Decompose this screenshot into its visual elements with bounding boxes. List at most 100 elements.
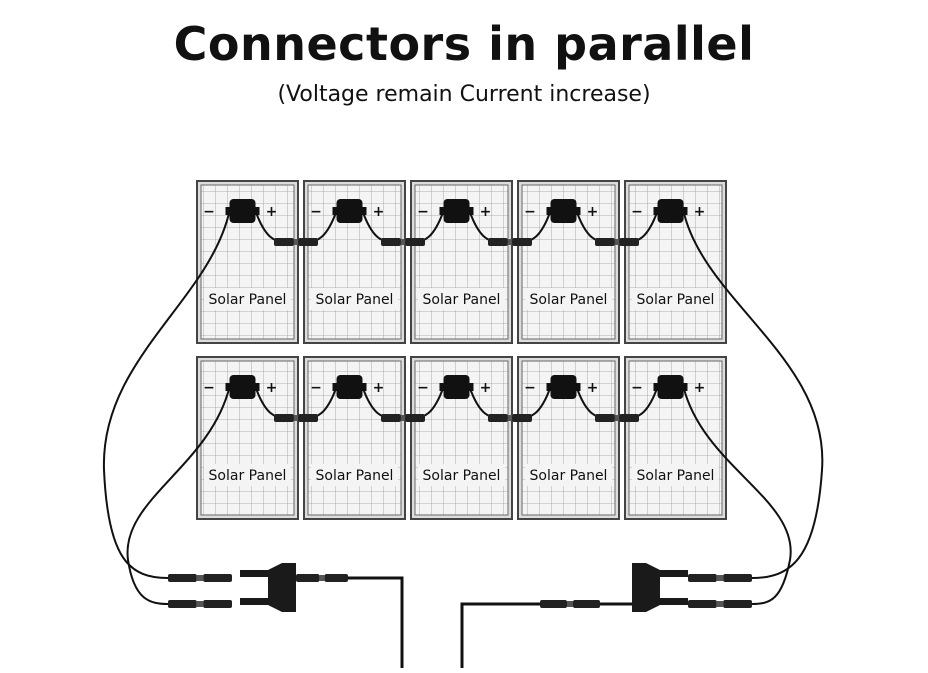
panel-label: Solar Panel [209,292,287,308]
junction-box-tab [255,207,260,215]
solar-panel: − + Solar Panel [517,180,620,344]
left-output-plug-female [324,574,348,582]
right-branch-plug-bottom-lock [716,601,724,607]
junction-box-tab [439,383,444,391]
inline-mc4-connector-lock [507,239,513,245]
right-branch-plug-top-lock [716,575,724,581]
negative-lead-top [102,210,231,579]
panel-label: Solar Panel [637,292,715,308]
inline-mc4-connector-male [488,238,508,246]
inline-mc4-connector-lock [293,239,299,245]
inline-mc4-connector-female [512,238,532,246]
junction-box-tab [362,207,367,215]
inline-mc4-connector-female [298,414,318,422]
right-branch-plug-top-male [688,574,717,582]
positive-lead-top [682,210,824,579]
solar-panel: −+Solar Panel [624,180,727,344]
solar-panel: −+Solar Panel [303,180,406,344]
panel-label-bg [204,288,291,310]
inline-mc4-connector-lock [614,239,620,245]
negative-terminal-label: − [417,380,429,396]
negative-terminal-label: − [524,204,536,220]
right-y-branch-connector [632,563,688,612]
positive-terminal-label: + [373,204,385,220]
output-connectors [168,238,752,612]
panel-label: Solar Panel [316,292,394,308]
junction-box [229,375,256,399]
inline-mc4-connector-male [381,414,401,422]
junction-box [443,199,470,223]
inline-mc4-connector-female [619,414,639,422]
junction-box-tab [469,383,474,391]
junction-box-tab [362,383,367,391]
panel-label: Solar Panel [423,292,501,308]
positive-terminal-label: + [587,380,599,396]
left-y-branch-connector [240,563,296,612]
positive-terminal-label: + [694,204,706,220]
junction-box [550,199,577,223]
inline-mc4-connector-lock [507,415,513,421]
inline-mc4-connector-male [274,238,294,246]
panel-label-bg [204,464,291,486]
solar-panel: −+Solar Panel [303,356,406,520]
junction-box-tab [683,383,688,391]
junction-box-tab [546,207,551,215]
positive-terminal-label: + [266,204,278,220]
junction-box [229,199,256,223]
junction-box-tab [653,383,658,391]
inline-mc4-connector-female [405,414,425,422]
page-subtitle: (Voltage remain Current increase) [277,82,651,107]
right-branch-plug-top-female [723,574,752,582]
junction-box [336,375,363,399]
panel-label-bg [632,464,719,486]
panel-label: Solar Panel [209,468,287,484]
solar-panel: − + Solar Panel [410,356,513,520]
inline-mc4-connector-lock [614,415,620,421]
junction-box [657,199,684,223]
panel-label-bg [418,464,505,486]
left-output-plug-male [296,574,320,582]
positive-lead-bottom [682,386,792,605]
inline-mc4-connector-male [595,238,615,246]
panel-label: Solar Panel [637,468,715,484]
solar-panel: −+Solar Panel [196,356,299,520]
solar-panel: − + Solar Panel [196,180,299,344]
panel-label: Solar Panel [423,468,501,484]
junction-box [550,375,577,399]
right-output-plug-lock [567,601,573,607]
positive-terminal-label: + [266,380,278,396]
positive-terminal-label: + [587,204,599,220]
left-branch-plug-top-lock [196,575,204,581]
inline-mc4-connector-male [595,414,615,422]
panel-label-bg [525,288,612,310]
left-branch-plug-top-female [203,574,232,582]
right-output-plug-female [573,600,600,608]
negative-terminal-label: − [203,204,215,220]
negative-terminal-label: − [417,204,429,220]
junction-box-tab [439,207,444,215]
panel-label: Solar Panel [530,292,608,308]
page-title: Connectors in parallel [173,17,755,71]
inline-mc4-connector-male [488,414,508,422]
negative-output-cable [348,576,404,668]
junction-box [336,199,363,223]
negative-lead-bottom [126,386,231,605]
positive-output-cable [460,602,540,668]
junction-box-tab [546,383,551,391]
junction-box-tab [225,207,230,215]
left-branch-plug-bottom-male [168,600,197,608]
inline-mc4-connector-lock [293,415,299,421]
positive-terminal-label: + [480,380,492,396]
junction-box-tab [576,207,581,215]
inline-mc4-connector-male [381,238,401,246]
junction-box-tab [653,207,658,215]
junction-box-tab [576,383,581,391]
solar-panel: −+Solar Panel [410,180,513,344]
panel-label-bg [311,288,398,310]
panel-label-bg [311,464,398,486]
right-output-plug-male [540,600,567,608]
solar-panel: −+Solar Panel [624,356,727,520]
junction-box-tab [225,383,230,391]
right-branch-plug-bottom-female [723,600,752,608]
